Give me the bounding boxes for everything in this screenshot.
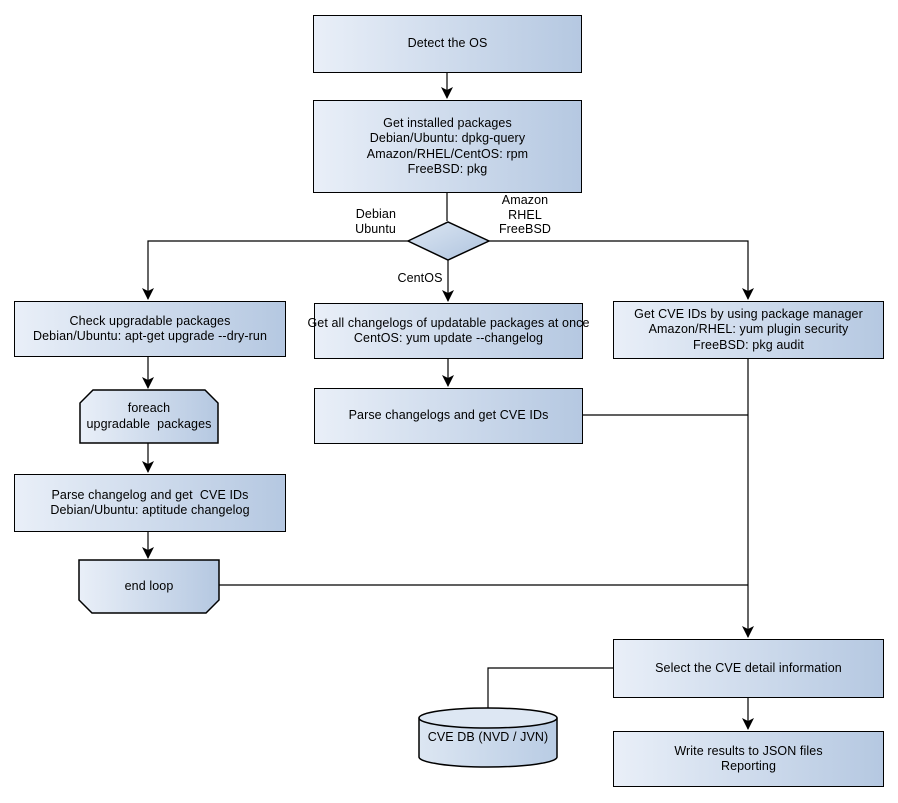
edge-select-to-cvedb [487, 667, 613, 708]
node-detect-os-label: Detect the OS [407, 36, 488, 51]
node-check-upgradable: Check upgradable packages Debian/Ubuntu:… [14, 301, 286, 357]
node-get-all-changelogs: Get all changelogs of updatable packages… [307, 303, 589, 359]
cve-db-label-box: CVE DB (NVD / JVN) [419, 720, 557, 756]
node-select-cve-detail: Select the CVE detail information [613, 639, 884, 698]
end-loop-label: end loop [124, 578, 174, 593]
node-get-installed-packages: Get installed packages Debian/Ubuntu: dp… [313, 100, 582, 193]
end-loop-shape [78, 559, 220, 614]
node-parse-changelog-deb: Parse changelog and get CVE IDs Debian/U… [14, 474, 286, 532]
cve-db-cylinder-body [418, 718, 558, 768]
branch-label-amazon-rhel-freebsd: Amazon RHEL FreeBSD [498, 193, 552, 236]
node-get-installed-packages-label: Get installed packages Debian/Ubuntu: dp… [366, 115, 529, 177]
end-loop-label-box: end loop [79, 560, 219, 613]
node-select-cve-detail-label: Select the CVE detail information [655, 660, 842, 675]
node-parse-changelogs: Parse changelogs and get CVE IDs [314, 388, 583, 444]
node-write-results-label: Write results to JSON files Reporting [674, 743, 823, 774]
foreach-loop-label-box: foreach upgradable packages [80, 390, 218, 443]
node-write-results: Write results to JSON files Reporting [613, 731, 884, 787]
edge-decision-to-check-upgradable [142, 240, 408, 300]
foreach-loop-label: foreach upgradable packages [86, 401, 212, 431]
node-parse-changelogs-label: Parse changelogs and get CVE IDs [348, 408, 549, 423]
branch-label-centos: CentOS [397, 271, 443, 285]
node-get-all-changelogs-label: Get all changelogs of updatable packages… [307, 315, 590, 346]
node-check-upgradable-label: Check upgradable packages Debian/Ubuntu:… [33, 313, 267, 344]
node-get-cve-ids-pkg-mgr: Get CVE IDs by using package manager Ama… [613, 301, 884, 359]
cve-db-label: CVE DB (NVD / JVN) [427, 730, 549, 745]
edge-decision-to-get-cve-ids [489, 240, 754, 300]
os-decision-diamond [406, 221, 491, 261]
node-detect-os: Detect the OS [313, 15, 582, 73]
node-get-cve-ids-pkg-mgr-label: Get CVE IDs by using package manager Ama… [634, 306, 863, 352]
foreach-loop-shape [79, 389, 219, 444]
node-parse-changelog-deb-label: Parse changelog and get CVE IDs Debian/U… [50, 487, 250, 518]
cve-db-cylinder-top [418, 707, 558, 729]
branch-label-debian-ubuntu: Debian Ubuntu [355, 207, 396, 236]
